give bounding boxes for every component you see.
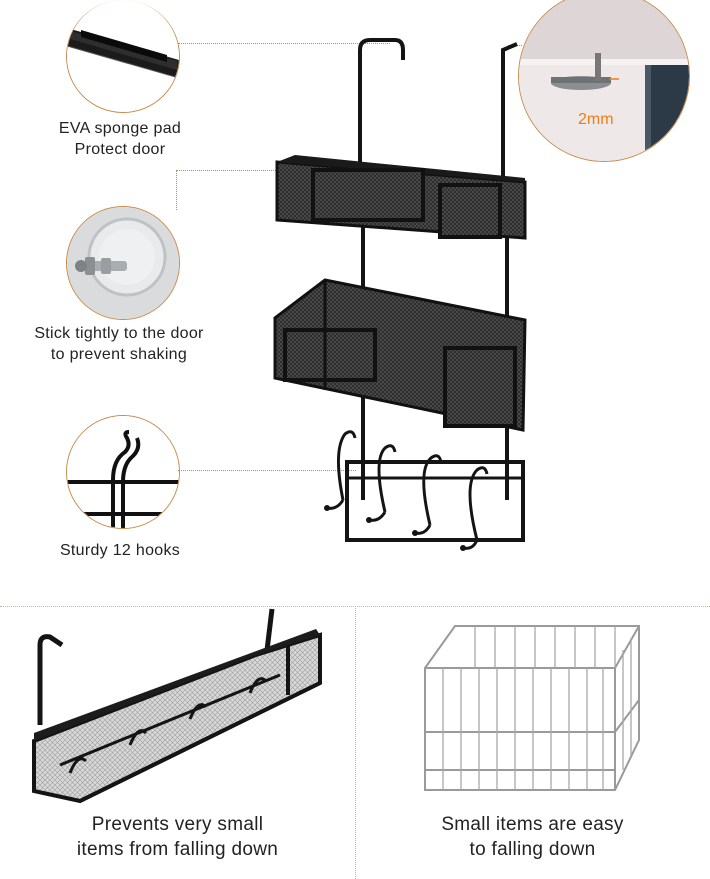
hooks-leader-line [178, 470, 356, 471]
right-comparison-caption: Small items are easy to falling down [385, 812, 680, 862]
stick-label-line2: to prevent shaking [50, 346, 188, 363]
hooks-label: Sturdy 12 hooks [59, 542, 181, 559]
eva-pad-leader-line [178, 43, 390, 44]
left-comparison-line2: items from falling down [76, 839, 279, 860]
right-comparison-line1: Small items are easy [441, 814, 624, 835]
hooks-closeup-circle [66, 415, 180, 529]
comparison-divider [355, 606, 356, 879]
eva-pad-caption: EVA sponge pad Protect door [20, 118, 220, 160]
over-door-organizer-image [273, 38, 527, 551]
left-comparison-caption: Prevents very small items from falling d… [30, 812, 325, 862]
stick-label-line1: Stick tightly to the door [34, 325, 204, 342]
stick-leader-vertical [176, 170, 177, 210]
wire-basket-image [424, 625, 640, 791]
left-comparison-line1: Prevents very small [91, 814, 264, 835]
hook-icon [67, 416, 179, 528]
eva-pad-label-line2: Protect door [74, 141, 166, 158]
eva-pad-closeup-circle [66, 0, 180, 113]
eva-pad-label-line1: EVA sponge pad [58, 120, 182, 137]
suction-screw-icon [67, 207, 179, 319]
stick-caption: Stick tightly to the door to prevent sha… [4, 323, 234, 365]
eva-pad-icon [67, 0, 179, 112]
fine-mesh-basket-image [32, 608, 322, 804]
hooks-caption: Sturdy 12 hooks [20, 540, 220, 561]
thickness-badge: 2mm [578, 111, 614, 128]
stick-closeup-circle [66, 206, 180, 320]
right-comparison-line2: to falling down [469, 839, 596, 860]
